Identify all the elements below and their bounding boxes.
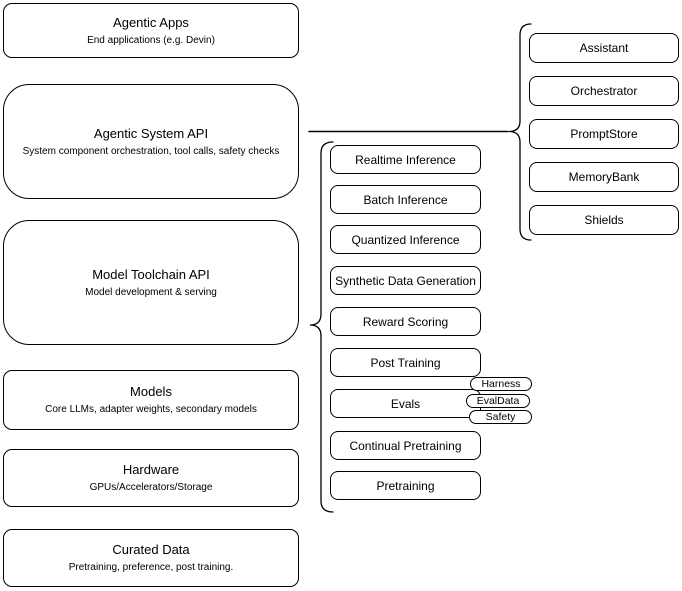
node-orchestrator: Orchestrator xyxy=(529,76,679,106)
node-subtitle: Core LLMs, adapter weights, secondary mo… xyxy=(45,404,257,415)
node-title: Agentic Apps xyxy=(113,14,189,30)
node-pretraining: Pretraining xyxy=(330,471,481,500)
node-subtitle: GPUs/Accelerators/Storage xyxy=(89,482,213,493)
node-title: Model Toolchain API xyxy=(92,266,210,282)
tag-safety: Safety xyxy=(469,410,532,424)
node-memorybank: MemoryBank xyxy=(529,162,679,192)
tag-harness: Harness xyxy=(470,377,532,391)
node-reward-scoring: Reward Scoring xyxy=(330,307,481,336)
node-shields: Shields xyxy=(529,205,679,235)
node-title: Models xyxy=(130,384,172,399)
node-curated-data: Curated Data Pretraining, preference, po… xyxy=(3,529,299,587)
node-title: Agentic System API xyxy=(93,125,209,141)
node-quantized-inference: Quantized Inference xyxy=(330,225,481,254)
node-agentic-apps: Agentic Apps End applications (e.g. Devi… xyxy=(3,3,299,58)
node-title: Curated Data xyxy=(112,542,190,557)
node-models: Models Core LLMs, adapter weights, secon… xyxy=(3,370,299,430)
node-promptstore: PromptStore xyxy=(529,119,679,149)
node-assistant: Assistant xyxy=(529,33,679,63)
node-subtitle: Model development & serving xyxy=(85,286,217,298)
node-model-toolchain-api: Model Toolchain API Model development & … xyxy=(3,220,299,345)
brace-system-components xyxy=(508,23,532,241)
node-agentic-system-api: Agentic System API System component orch… xyxy=(3,84,299,199)
node-evals: Evals xyxy=(330,389,481,418)
node-hardware: Hardware GPUs/Accelerators/Storage xyxy=(3,449,299,507)
node-continual-pretraining: Continual Pretraining xyxy=(330,431,481,460)
node-realtime-inference: Realtime Inference xyxy=(330,145,481,174)
node-subtitle: System component orchestration, tool cal… xyxy=(22,145,280,157)
node-title: Hardware xyxy=(122,462,180,477)
tag-evaldata: EvalData xyxy=(466,394,530,408)
node-synthetic-data-generation: Synthetic Data Generation xyxy=(330,266,481,295)
node-subtitle: End applications (e.g. Devin) xyxy=(87,34,215,46)
node-subtitle: Pretraining, preference, post training. xyxy=(68,562,234,573)
node-post-training: Post Training xyxy=(330,348,481,377)
node-batch-inference: Batch Inference xyxy=(330,185,481,214)
